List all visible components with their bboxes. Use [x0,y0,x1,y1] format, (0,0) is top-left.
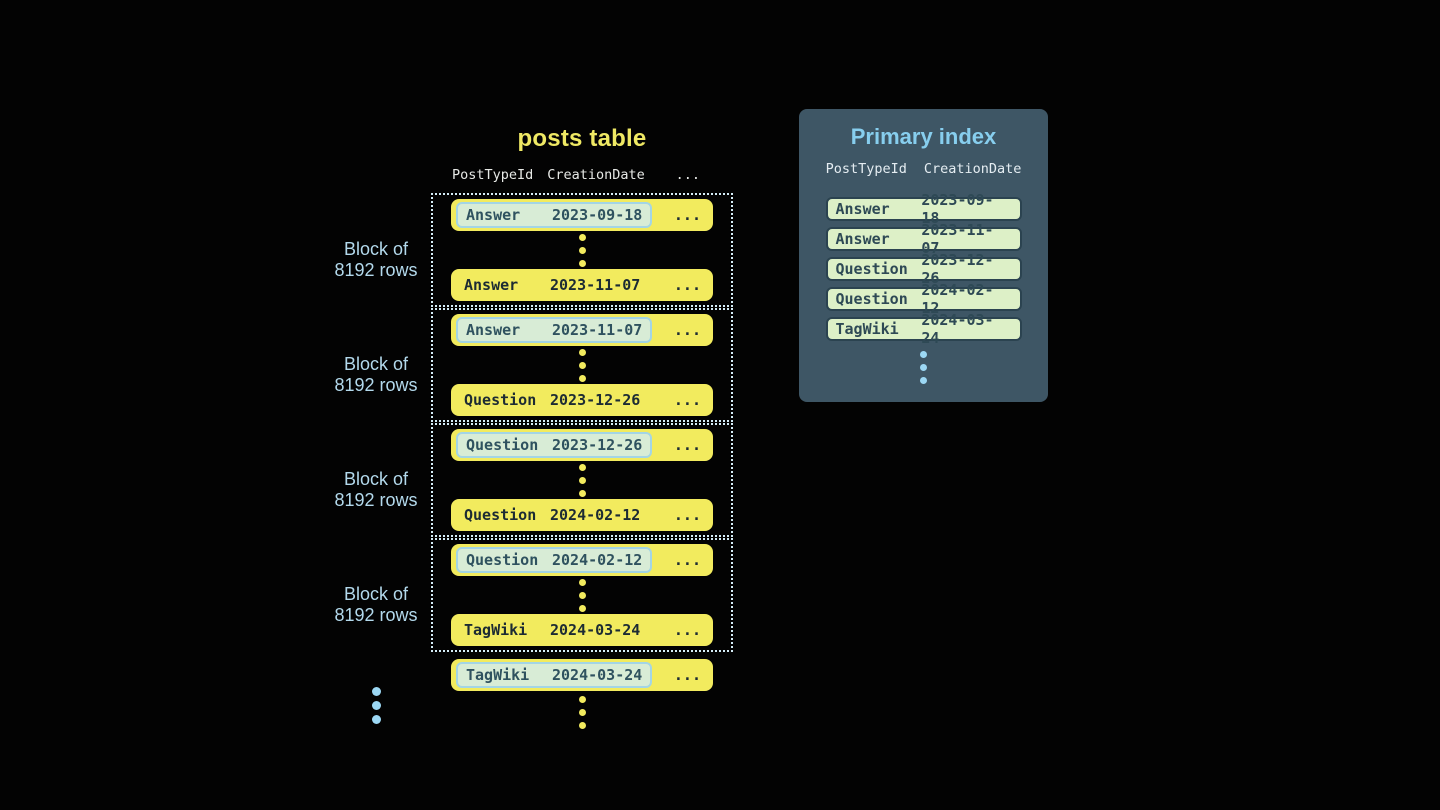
cell-posttypeid: Question [466,436,539,454]
posts-table-column-headers: PostTypeId CreationDate ... [431,167,712,184]
more-blocks-ellipsis-icon [340,687,412,724]
cell-posttypeid: Answer [835,230,890,248]
cell-more: ... [673,506,701,524]
block-label: Block of 8192 rows [306,354,446,396]
cell-more: ... [673,276,701,294]
cell-creationdate: 2024-02-12 [552,551,643,569]
block-label-line1: Block of [343,354,409,374]
block-label: Block of 8192 rows [306,584,446,626]
row-cells: TagWiki 2024-03-24 [456,621,640,639]
cell-posttypeid: Question [835,290,908,308]
cell-creationdate: 2024-03-24 [921,311,994,347]
row-cells: Question 2024-02-12 [456,506,640,524]
column-header-more: ... [675,167,700,183]
table-row: Question 2024-02-12 ... [451,499,713,531]
indexed-key-highlight: Question 2023-12-26 [456,432,653,458]
cell-creationdate: 2023-11-07 [921,221,994,257]
cell-posttypeid: TagWiki [464,621,528,639]
posts-table-blocks: Answer 2023-09-18 ... Answer 2023-11-07 ..… [431,193,733,653]
cell-posttypeid: Answer [835,200,890,218]
table-row: TagWiki 2024-03-24 ... [451,659,713,691]
cell-creationdate: 2024-03-24 [550,621,641,639]
table-row: Question 2024-02-12 ... [451,544,713,576]
row-block-3: Question 2023-12-26 ... Question 2024-02-1… [431,423,733,537]
indexed-key-highlight: Answer 2023-11-07 [456,317,653,343]
cell-posttypeid: Answer [466,206,521,224]
block-label-line1: Block of [343,239,409,259]
block-label-line1: Block of [343,469,409,489]
indexed-key-highlight: Answer 2023-09-18 [456,202,653,228]
index-entry: Answer 2023-09-18 [825,191,1022,227]
table-row: Answer 2023-11-07 ... [451,269,713,301]
cell-posttypeid: Question [464,391,537,409]
table-row: Answer 2023-11-07 ... [451,314,713,346]
cell-posttypeid: Answer [466,321,521,339]
block-label-line2: 8192 rows [334,375,418,395]
primary-index-title: Primary index [850,124,997,149]
cell-more: ... [673,666,701,684]
more-rows-ellipsis-icon [451,696,713,729]
column-header-posttypeid: PostTypeId [825,161,907,177]
table-row: TagWiki 2024-03-24 ... [451,614,713,646]
column-header-posttypeid: PostTypeId [452,167,534,183]
table-row: Question 2023-12-26 ... [451,429,713,461]
vertical-ellipsis-icon [578,463,586,497]
cell-creationdate: 2024-03-24 [552,666,643,684]
vertical-ellipsis-icon [578,233,586,267]
cell-creationdate: 2023-12-26 [921,251,994,287]
vertical-ellipsis-icon [578,578,586,612]
row-cells: Question 2023-12-26 [456,391,640,409]
cell-more: ... [673,551,701,569]
cell-more: ... [673,391,701,409]
cell-creationdate: 2023-09-18 [552,206,643,224]
primary-index-column-headers: PostTypeId CreationDate [799,161,1048,177]
cell-more: ... [673,206,701,224]
posts-table-title: posts table [517,125,647,152]
next-block-first-row: TagWiki 2024-03-24 ... [451,659,713,691]
cell-creationdate: 2023-12-26 [552,436,643,454]
column-header-creationdate: CreationDate [547,167,645,183]
index-entry: Answer 2023-11-07 [825,221,1022,257]
cell-creationdate: 2023-11-07 [550,276,641,294]
block-label: Block of 8192 rows [306,469,446,511]
table-row: Question 2023-12-26 ... [451,384,713,416]
index-entry: Question 2024-02-12 [825,281,1022,317]
cell-more: ... [673,436,701,454]
indexed-key-highlight: Question 2024-02-12 [456,547,653,573]
block-label-line1: Block of [343,584,409,604]
column-header-creationdate: CreationDate [923,161,1022,177]
primary-index-rows: Answer 2023-09-18 Answer 2023-11-07 Questi… [799,191,1048,347]
indexed-key-highlight: TagWiki 2024-03-24 [456,662,653,688]
vertical-ellipsis-icon [578,348,586,382]
cell-posttypeid: Question [464,506,537,524]
index-entry: TagWiki 2024-03-24 [825,311,1022,347]
index-entry: Question 2023-12-26 [825,251,1022,287]
block-label-line2: 8192 rows [334,605,418,625]
cell-creationdate: 2024-02-12 [550,506,641,524]
cell-creationdate: 2024-02-12 [921,281,994,317]
cell-creationdate: 2023-12-26 [550,391,641,409]
block-label: Block of 8192 rows [306,239,446,281]
cell-posttypeid: Question [466,551,539,569]
more-index-entries-ellipsis-icon [799,351,1048,384]
cell-posttypeid: Question [835,260,908,278]
cell-more: ... [673,621,701,639]
cell-posttypeid: TagWiki [835,320,899,338]
block-label-line2: 8192 rows [334,490,418,510]
cell-creationdate: 2023-11-07 [552,321,643,339]
row-block-1: Answer 2023-09-18 ... Answer 2023-11-07 ..… [431,193,733,307]
cell-posttypeid: Answer [464,276,519,294]
table-row: Answer 2023-09-18 ... [451,199,713,231]
cell-more: ... [673,321,701,339]
row-block-4: Question 2024-02-12 ... TagWiki 2024-03-24… [431,538,733,652]
row-block-2: Answer 2023-11-07 ... Question 2023-12-26 … [431,308,733,422]
block-label-line2: 8192 rows [334,260,418,280]
cell-creationdate: 2023-09-18 [921,191,994,227]
row-cells: Answer 2023-11-07 [456,276,640,294]
primary-index-panel: Primary index PostTypeId CreationDate An… [799,109,1048,402]
cell-posttypeid: TagWiki [466,666,530,684]
